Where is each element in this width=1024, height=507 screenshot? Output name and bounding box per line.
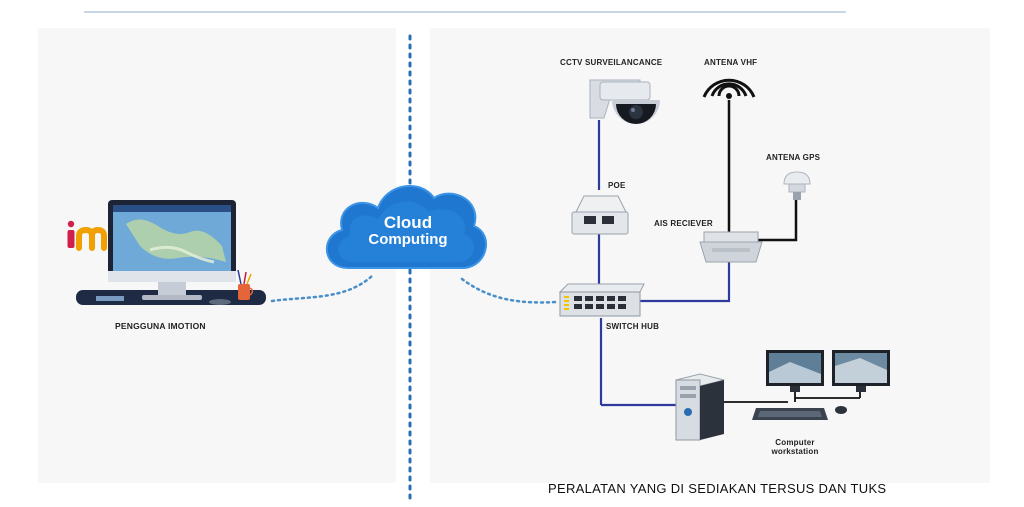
dual-monitor-icon bbox=[766, 350, 890, 392]
cables bbox=[597, 120, 731, 407]
pen-cup-icon bbox=[237, 269, 254, 300]
workstation-label: Computer workstation bbox=[766, 438, 824, 456]
link-cloud-switch bbox=[460, 277, 558, 304]
cloud-line-1: Cloud bbox=[383, 213, 433, 232]
cloud-icon bbox=[325, 184, 487, 269]
top-rule bbox=[84, 11, 846, 13]
cable-switch-ais bbox=[640, 262, 731, 303]
switch-label: SWITCH HUB bbox=[606, 322, 660, 331]
vhf-antenna-icon bbox=[702, 78, 756, 99]
gps-antenna-icon bbox=[783, 171, 811, 200]
keyboard-icon bbox=[752, 408, 828, 420]
antenna-gps-label: ANTENA GPS bbox=[766, 153, 821, 162]
cloud-line-2: Computing bbox=[368, 230, 448, 248]
antenna-vhf-label: ANTENA VHF bbox=[704, 58, 758, 67]
cctv-camera-icon bbox=[589, 79, 660, 124]
cable-gps-ais bbox=[758, 200, 798, 242]
workstation-label-line-2: workstation bbox=[771, 447, 819, 457]
computer-tower-icon bbox=[675, 373, 725, 441]
poe-injector-icon bbox=[571, 195, 629, 235]
poe-label: POE bbox=[608, 181, 626, 190]
user-label: PENGGUNA IMOTION bbox=[115, 321, 206, 331]
mouse-icon bbox=[835, 406, 847, 414]
footer-caption: PERALATAN YANG DI SEDIAKAN TERSUS DAN TU… bbox=[548, 481, 887, 496]
ais-label: AIS RECIEVER bbox=[654, 219, 713, 228]
switch-hub-icon bbox=[558, 283, 645, 317]
ais-receiver-icon bbox=[699, 231, 763, 263]
imotion-logo bbox=[67, 220, 107, 251]
link-user-cloud bbox=[270, 274, 374, 303]
workstation-label-line-1: Computer bbox=[775, 438, 815, 447]
monitor-icon bbox=[76, 200, 266, 305]
cloud-label: Cloud Computing bbox=[352, 214, 464, 248]
cctv-label: CCTV SURVEILANCANCE bbox=[560, 58, 663, 67]
